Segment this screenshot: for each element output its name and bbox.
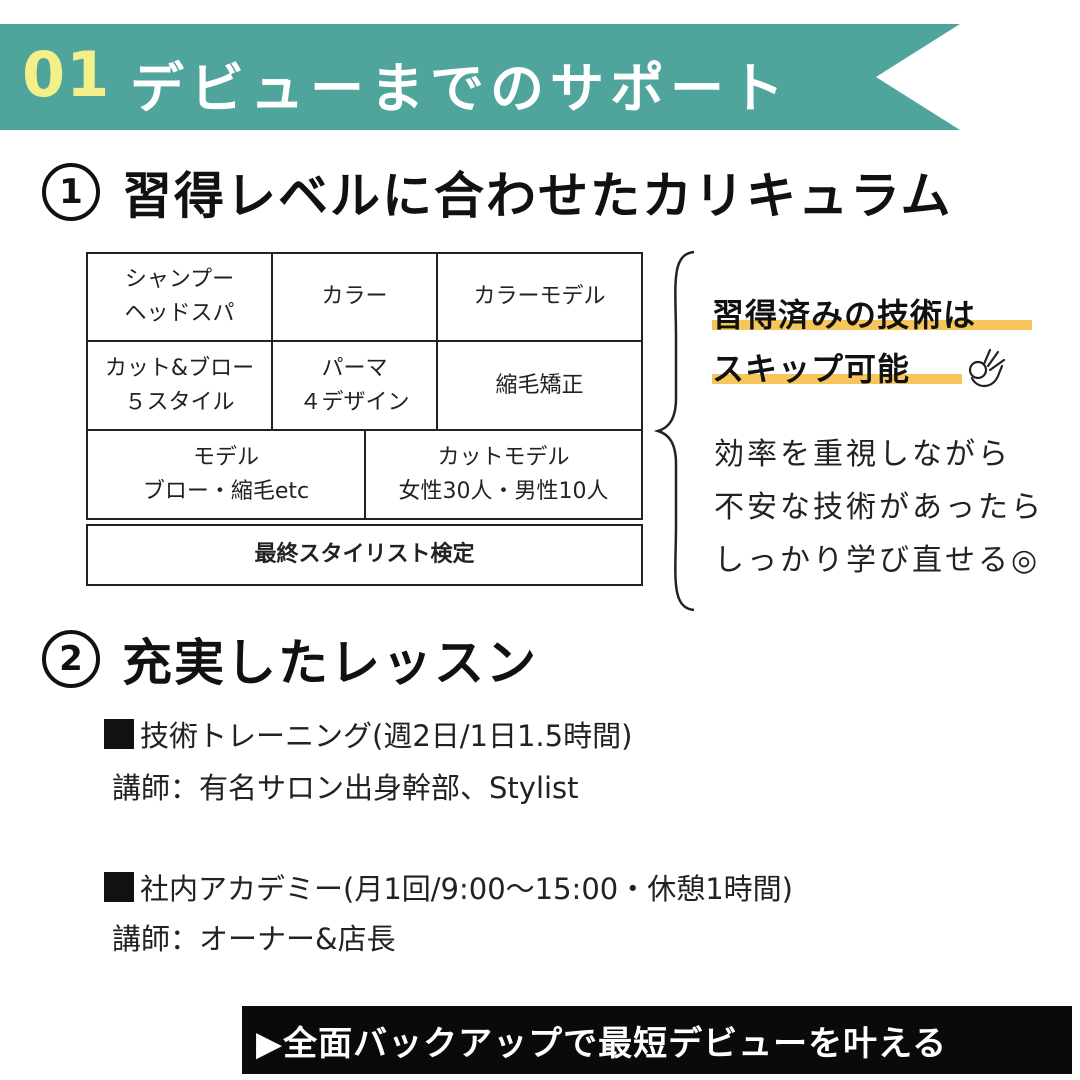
curriculum-cell: カット&ブロー ５スタイル	[88, 342, 273, 429]
banner-number: 01	[22, 38, 111, 111]
square-bullet-icon	[104, 719, 134, 749]
section1-number-badge: 1	[42, 163, 100, 221]
section2-title: 充実したレッスン	[122, 634, 538, 692]
lesson-item-title: 技術トレーニング(週2日/1日1.5時間)	[104, 713, 632, 755]
footer-banner: ▶全面バックアップで最短デビューを叶える	[242, 1006, 1072, 1074]
description-line: 効率を重視しながら	[714, 437, 1011, 472]
highlight-marker-2	[712, 374, 962, 384]
curly-brace-icon	[653, 250, 695, 612]
curriculum-row-1: シャンプー ヘッドスパ カラー カラーモデル	[86, 252, 643, 342]
banner-title: デビューまでのサポート	[130, 57, 790, 120]
curriculum-cell: カラーモデル	[473, 284, 606, 309]
final-exam-cell: 最終スタイリスト検定	[254, 542, 475, 567]
curriculum-cell: カラー	[273, 254, 438, 340]
curriculum-row-3: モデル ブロー・縮毛etc カットモデル 女性30人・男性10人	[86, 431, 643, 520]
curriculum-final-row: 最終スタイリスト検定	[86, 524, 643, 586]
lesson-item-title: 社内アカデミー(月1回/9:00〜15:00・休憩1時間)	[104, 866, 793, 908]
description-line: 不安な技術があったら	[714, 490, 1044, 525]
highlight-line-2: スキップ可能	[712, 350, 911, 388]
curriculum-grid: シャンプー ヘッドスパ カラー カラーモデル カット&ブロー ５スタイル パーマ…	[86, 252, 643, 586]
section1-title: 習得レベルに合わせたカリキュラム	[122, 167, 953, 225]
lesson-title-text: 技術トレーニング(週2日/1日1.5時間)	[140, 719, 633, 753]
lesson-item-instructor: 講師：オーナー&店長	[112, 922, 396, 956]
section2-heading: 2 充実したレッスン	[42, 624, 538, 694]
curriculum-cell: 縮毛矯正	[495, 372, 584, 398]
curriculum-cell: パーマ ４デザイン	[273, 342, 438, 429]
curriculum-cell: カットモデル 女性30人・男性10人	[398, 444, 609, 504]
curriculum-cell: シャンプー ヘッドスパ	[88, 254, 273, 340]
section2-number-badge: 2	[42, 630, 100, 688]
highlight-marker-1	[712, 320, 1032, 330]
curriculum-row-2: カット&ブロー ５スタイル パーマ ４デザイン 縮毛矯正	[86, 342, 643, 431]
banner-ribbon-shape	[0, 24, 960, 130]
ok-hand-icon	[968, 348, 1006, 388]
square-bullet-icon	[104, 872, 134, 902]
section1-description: 効率を重視しながら 不安な技術があったら しっかり学び直せる◎	[714, 428, 1044, 587]
section1-heading: 1 習得レベルに合わせたカリキュラム	[42, 157, 953, 227]
lesson-title-text: 社内アカデミー(月1回/9:00〜15:00・休憩1時間)	[140, 872, 793, 906]
highlight-line-1: 習得済みの技術は	[712, 296, 977, 334]
lesson-item-instructor: 講師：有名サロン出身幹部、Stylist	[112, 771, 579, 805]
description-line: しっかり学び直せる◎	[714, 543, 1041, 578]
section-banner: 01 デビューまでのサポート	[0, 24, 960, 130]
curriculum-cell: モデル ブロー・縮毛etc	[88, 431, 366, 518]
footer-text: ▶全面バックアップで最短デビューを叶える	[256, 1023, 948, 1064]
